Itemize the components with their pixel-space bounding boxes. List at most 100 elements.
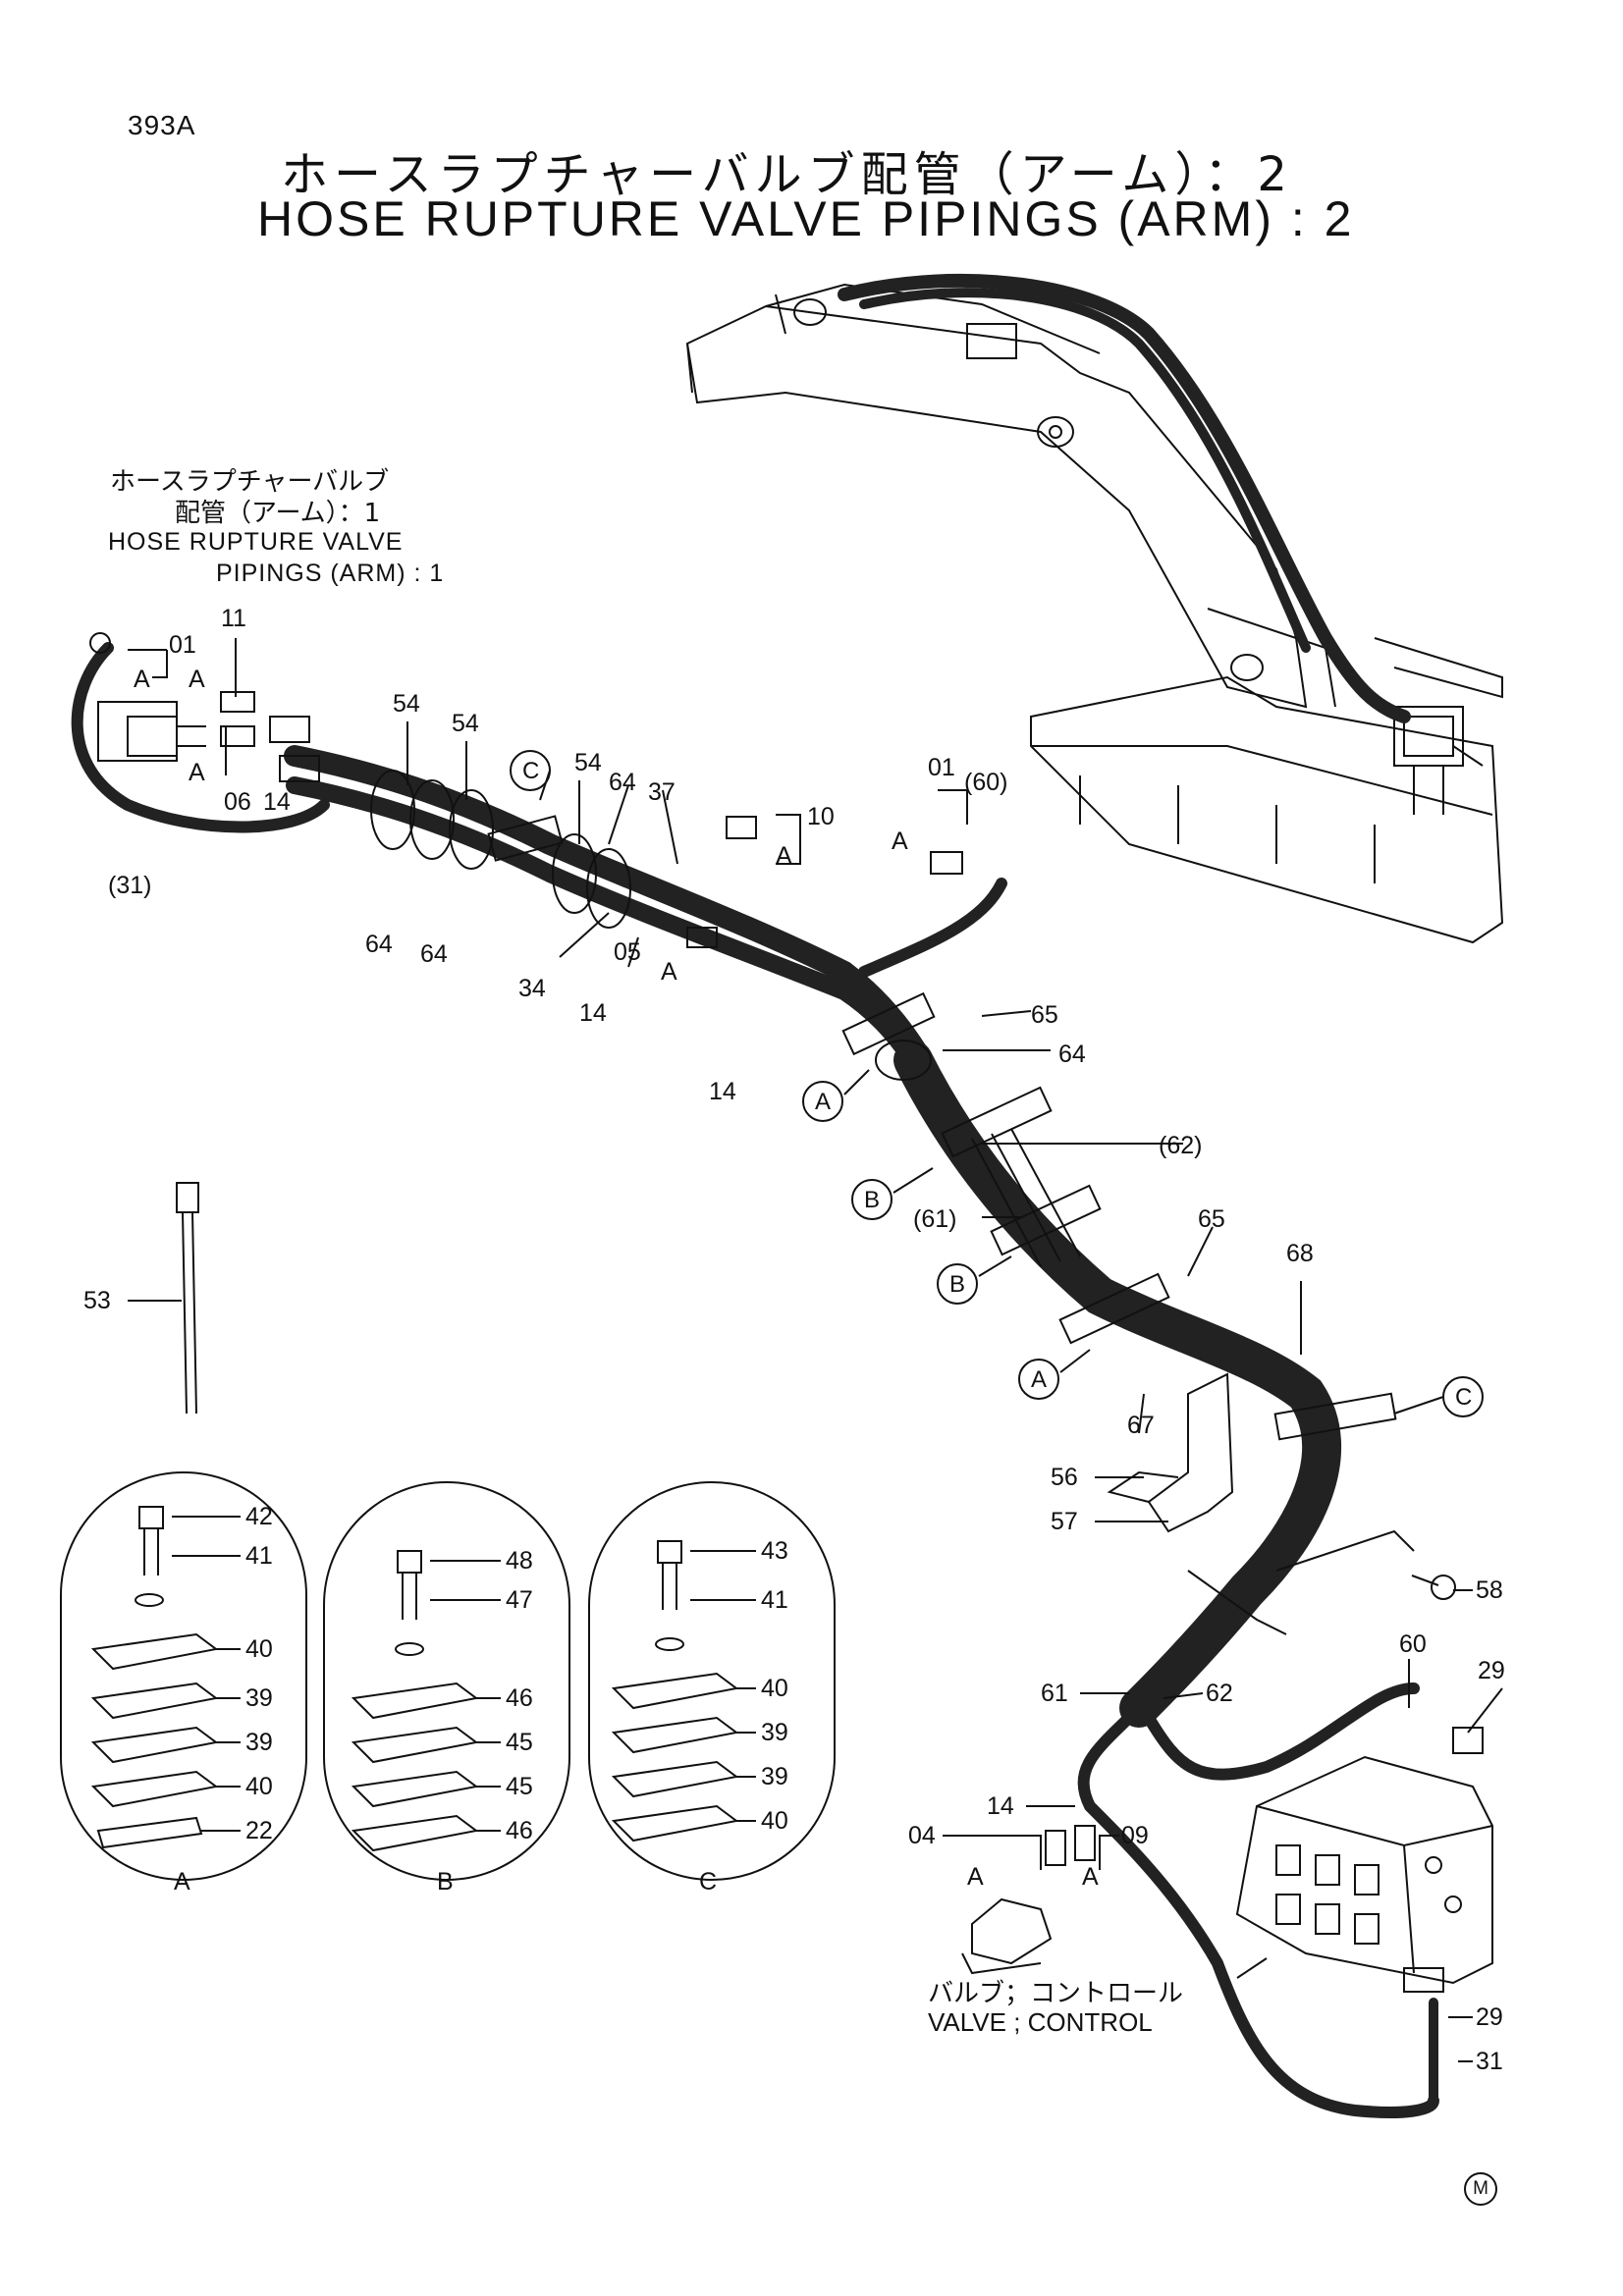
callout-01b: 01: [928, 754, 955, 781]
callout-60a: (60): [964, 769, 1007, 796]
callout-64d: 64: [1058, 1041, 1086, 1068]
callout-A7: A: [967, 1863, 984, 1891]
callout-01a: 01: [169, 631, 196, 659]
callout-B2: B: [949, 1271, 965, 1298]
callout-57: 57: [1051, 1508, 1078, 1535]
callout-14c: 14: [709, 1078, 736, 1105]
callout-65a: 65: [1031, 1001, 1058, 1029]
callout-61a: (61): [913, 1205, 956, 1233]
callout-11: 11: [221, 605, 246, 632]
detail-oval-A: [60, 1471, 307, 1881]
callout-C1: C: [522, 758, 539, 784]
callout-B1: B: [864, 1187, 880, 1213]
lower-fittings: [961, 1727, 1484, 1993]
callout-14b: 14: [579, 999, 607, 1027]
arm-structure: [685, 283, 1504, 944]
callout-A-circle2: A: [1031, 1366, 1047, 1393]
callout-62a: (62): [1159, 1132, 1202, 1159]
detail-A-part-4: 39: [245, 1684, 273, 1712]
ref-note-en-line1: HOSE RUPTURE VALVE: [108, 528, 404, 556]
detail-C-part-5: 39: [761, 1763, 788, 1790]
callout-A8: A: [1082, 1863, 1099, 1891]
callout-64c: 64: [609, 769, 636, 796]
title-english: HOSE RUPTURE VALVE PIPINGS (ARM) : 2: [257, 191, 1355, 246]
bolt-58: [1411, 1575, 1456, 1600]
ref-note-jp-line2: 配管（アーム）：1: [175, 499, 381, 528]
detail-A-part-7: 22: [245, 1817, 273, 1844]
callout-04: 04: [908, 1822, 936, 1849]
callout-labels: 01 A 11 A A 06 14 (31) 54 54 64 64 C 54 …: [83, 605, 1505, 2075]
detail-A-part-2: 41: [245, 1542, 273, 1570]
callout-64a: 64: [365, 931, 393, 958]
arm-hoses: [838, 273, 1411, 723]
callout-A5: A: [776, 842, 792, 870]
circle-ref-b2: [937, 1263, 978, 1305]
callout-31a: (31): [108, 872, 151, 899]
callout-54c: 54: [574, 749, 602, 776]
detail-A-label: A: [174, 1868, 190, 1896]
detail-C-part-3: 40: [761, 1675, 788, 1702]
detail-B-part-6: 46: [506, 1817, 533, 1844]
detail-B-part-4: 45: [506, 1729, 533, 1756]
circle-ref-a2: [1018, 1359, 1059, 1400]
page-number: 393A: [128, 110, 196, 140]
callout-14a: 14: [263, 788, 291, 816]
callout-53: 53: [83, 1287, 111, 1314]
callout-C2: C: [1455, 1384, 1472, 1411]
detail-A-part-6: 40: [245, 1773, 273, 1800]
callout-29b: 29: [1476, 2003, 1503, 2031]
detail-B-part-3: 46: [506, 1684, 533, 1712]
callout-A4: A: [661, 958, 677, 986]
detail-C-part-1: 43: [761, 1537, 788, 1565]
detail-C-part-6: 40: [761, 1807, 788, 1835]
callout-60b: 60: [1399, 1630, 1427, 1658]
callout-A6: A: [892, 828, 908, 855]
page-mark: M: [1464, 2172, 1497, 2206]
detail-C-part-2: 41: [761, 1586, 788, 1614]
ref-note-jp-line1: ホースラプチャーバルブ: [110, 467, 390, 497]
callout-29a: 29: [1478, 1657, 1505, 1684]
detail-C-label: C: [699, 1868, 717, 1896]
callout-37: 37: [648, 778, 676, 806]
callout-A3: A: [189, 759, 205, 786]
callout-65b: 65: [1198, 1205, 1225, 1233]
control-valve-label-en: VALVE ; CONTROL: [928, 2007, 1153, 2037]
callout-54b: 54: [452, 710, 479, 737]
circle-ref-b1: [851, 1179, 893, 1220]
callout-14d: 14: [987, 1792, 1014, 1820]
sleeves: [370, 770, 932, 1081]
callout-64b: 64: [420, 940, 448, 968]
callout-31b: 31: [1476, 2048, 1503, 2075]
ref-note-en-line2: PIPINGS (ARM) : 1: [216, 560, 445, 587]
callout-68: 68: [1286, 1240, 1314, 1267]
circled-refs: [510, 750, 1484, 1417]
callout-10: 10: [807, 803, 835, 830]
detail-B-part-1: 48: [506, 1547, 533, 1575]
elbow-fittings: [220, 691, 963, 948]
callout-A1: A: [134, 666, 150, 693]
detail-C-part-4: 39: [761, 1719, 788, 1746]
callout-A-circle1: A: [815, 1089, 831, 1115]
detail-B-label: B: [437, 1868, 454, 1896]
detail-B-part-5: 45: [506, 1773, 533, 1800]
hose-bundle: [284, 745, 1439, 2118]
bracket: [1107, 1372, 1415, 1572]
cable-tie-53: [176, 1182, 199, 1415]
callout-34: 34: [518, 975, 546, 1002]
callout-56: 56: [1051, 1464, 1078, 1491]
callout-54a: 54: [393, 690, 420, 718]
bundle-clamps: [487, 815, 1397, 1441]
detail-A-part-3: 40: [245, 1635, 273, 1663]
circle-ref-a1: [802, 1081, 843, 1122]
callout-05: 05: [614, 938, 641, 966]
leader-lines: [128, 638, 1503, 2062]
detail-A-part-1: 42: [245, 1503, 273, 1530]
title-japanese: ホースラプチャーバルブ配管（アーム）：2: [281, 147, 1293, 202]
callout-09: 09: [1121, 1822, 1149, 1849]
callout-58: 58: [1476, 1576, 1503, 1604]
callout-06: 06: [224, 788, 251, 816]
callout-61b: 61: [1041, 1680, 1068, 1707]
detail-A-part-5: 39: [245, 1729, 273, 1756]
callout-67: 67: [1127, 1412, 1155, 1439]
